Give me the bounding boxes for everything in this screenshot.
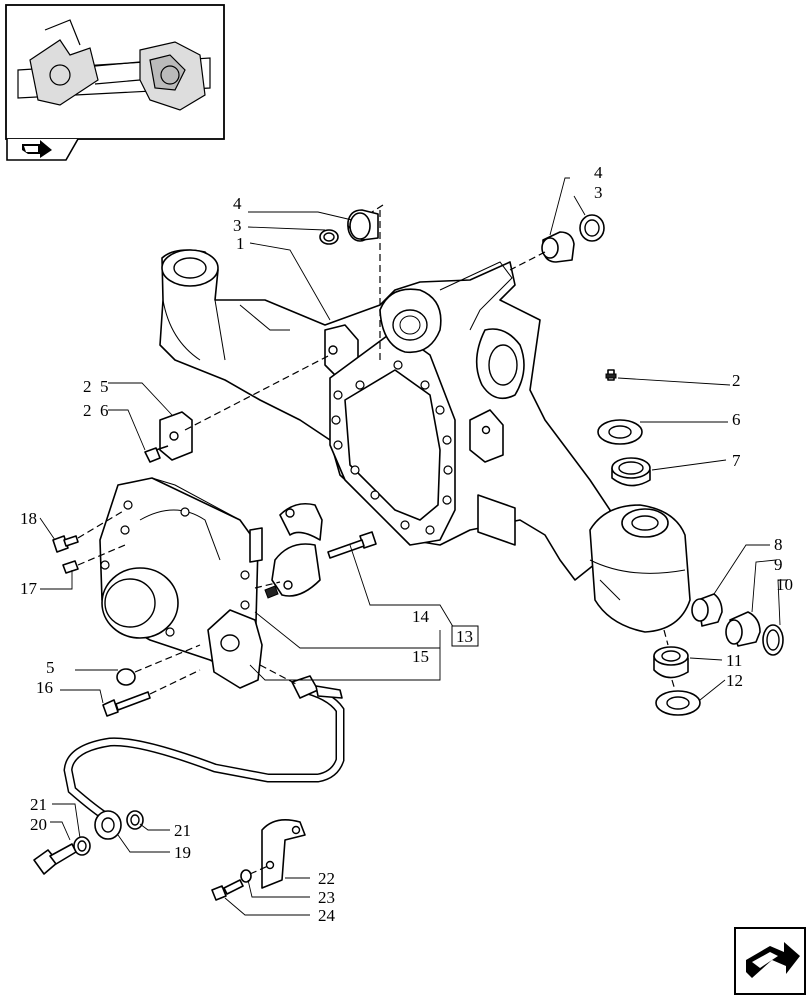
callout-2-left-b: 2: [83, 401, 92, 420]
seal-right-3: [579, 214, 605, 242]
callout-22: 22: [318, 869, 335, 888]
bushing-right-4: [541, 231, 575, 263]
washer-23: [240, 869, 252, 883]
callout-5-left: 5: [100, 377, 109, 396]
pipe-assembly: [63, 675, 345, 840]
callout-13-box: 13: [451, 625, 479, 647]
bushing-left-4: [347, 209, 379, 242]
back-arrow-icon[interactable]: [22, 140, 52, 158]
bolt-6-left: [144, 445, 169, 463]
bearing-11: [653, 646, 689, 679]
callout-6-right: 6: [732, 410, 741, 429]
bracket-5: [159, 411, 193, 461]
bearing-cup-7: [611, 457, 651, 487]
washer-21-b: [73, 836, 91, 856]
callout-6-left: 6: [100, 401, 109, 420]
callout-24: 24: [318, 906, 336, 925]
leader-lines: [39, 177, 788, 916]
pin-15: [264, 585, 279, 599]
bolt-14: [327, 531, 377, 559]
next-page-arrow-icon[interactable]: [734, 927, 806, 995]
axle-assembly-thumbnail[interactable]: [5, 4, 225, 161]
callout-7: 7: [732, 451, 741, 470]
cap-15: [271, 543, 321, 597]
callout-13: 13: [456, 627, 473, 646]
callout-11: 11: [726, 651, 742, 670]
bolt-18: [52, 535, 79, 553]
callout-15: 15: [412, 647, 429, 666]
banjo-bolt-20: [33, 843, 77, 875]
callout-23: 23: [318, 888, 335, 907]
cover-housing: [99, 477, 263, 689]
bushing-9: [725, 611, 761, 647]
callout-18: 18: [20, 509, 37, 528]
axle-housing: [159, 249, 691, 633]
bolt-24: [211, 879, 244, 901]
callout-4-left: 4: [233, 194, 242, 213]
bushing-8: [691, 593, 723, 627]
callout-labels: 4 3 1 4 3 2 5 2 6 2 6 7 8 9 10 11 12 18 …: [20, 163, 793, 925]
shim-12: [655, 690, 701, 716]
callout-20: 20: [30, 815, 47, 834]
callout-3-left: 3: [233, 216, 242, 235]
callout-21-left: 21: [30, 795, 47, 814]
callout-9: 9: [774, 555, 783, 574]
callout-1: 1: [236, 234, 245, 253]
washer-5: [116, 668, 136, 686]
bolt-16: [102, 691, 151, 717]
shim-6: [597, 419, 643, 445]
dowel-17: [62, 560, 79, 574]
washer-21: [126, 810, 144, 830]
callout-17: 17: [20, 579, 38, 598]
cap-14: [279, 502, 323, 541]
callout-8: 8: [774, 535, 783, 554]
callout-2-left-a: 2: [83, 377, 92, 396]
seal-left-3: [319, 229, 339, 245]
callout-12: 12: [726, 671, 743, 690]
callout-5-lower: 5: [46, 658, 55, 677]
callout-14: 14: [412, 607, 430, 626]
callout-3-right: 3: [594, 183, 603, 202]
callout-19: 19: [174, 843, 191, 862]
callout-16: 16: [36, 678, 53, 697]
callout-4-right: 4: [594, 163, 603, 182]
seal-10: [762, 624, 784, 656]
grease-nipple-2: [605, 369, 617, 381]
callout-2-right: 2: [732, 371, 741, 390]
callout-21-right: 21: [174, 821, 191, 840]
clip-22: [261, 819, 306, 889]
callout-10: 10: [776, 575, 793, 594]
